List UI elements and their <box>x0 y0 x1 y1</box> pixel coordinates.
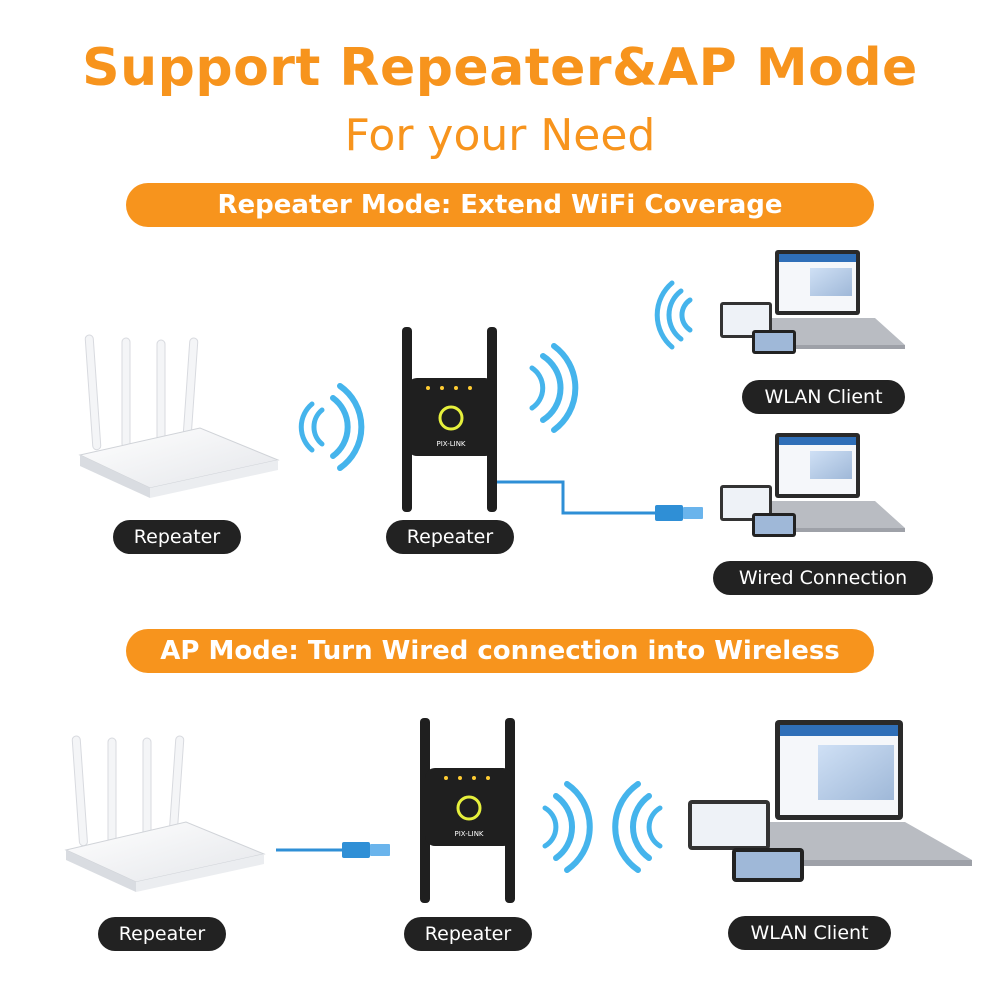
repeater-mode-banner: Repeater Mode: Extend WiFi Coverage <box>126 183 874 227</box>
repeater-label-pill: Repeater <box>404 917 532 951</box>
wifi-signal-icon <box>654 280 693 350</box>
router-label-pill: Repeater <box>98 917 226 951</box>
tablet-icon <box>720 302 772 338</box>
wifi-signal-icon <box>542 781 593 873</box>
laptop-icon <box>752 250 905 349</box>
wlan-client-label-pill: WLAN Client <box>742 380 905 414</box>
phone-icon <box>752 513 796 537</box>
brand-label: PIX-LINK <box>436 440 465 448</box>
repeater-label-pill: Repeater <box>386 520 514 554</box>
wifi-signal-icon <box>298 383 365 471</box>
wlan-client-label-pill: WLAN Client <box>728 916 891 950</box>
page-subtitle: For your Need <box>344 110 656 161</box>
tablet-icon <box>688 800 770 850</box>
laptop-icon <box>752 433 905 532</box>
brand-label: PIX-LINK <box>454 830 483 838</box>
wired-connection-label-pill: Wired Connection <box>713 561 933 595</box>
router-label-pill: Repeater <box>113 520 241 554</box>
wifi-signal-icon <box>529 343 579 433</box>
ethernet-cable-icon <box>497 480 703 521</box>
page-title: Support Repeater&AP Mode <box>82 38 918 98</box>
wifi-signal-icon <box>612 781 663 873</box>
phone-icon <box>732 848 804 882</box>
ethernet-cable-icon <box>276 842 390 858</box>
ap-mode-banner: AP Mode: Turn Wired connection into Wire… <box>126 629 874 673</box>
laptop-icon <box>742 720 972 866</box>
router-icon <box>78 334 280 498</box>
phone-icon <box>752 330 796 354</box>
router-icon <box>64 735 266 892</box>
repeater-device-icon: PIX-LINK <box>402 327 497 512</box>
repeater-device-icon: PIX-LINK <box>420 718 515 903</box>
